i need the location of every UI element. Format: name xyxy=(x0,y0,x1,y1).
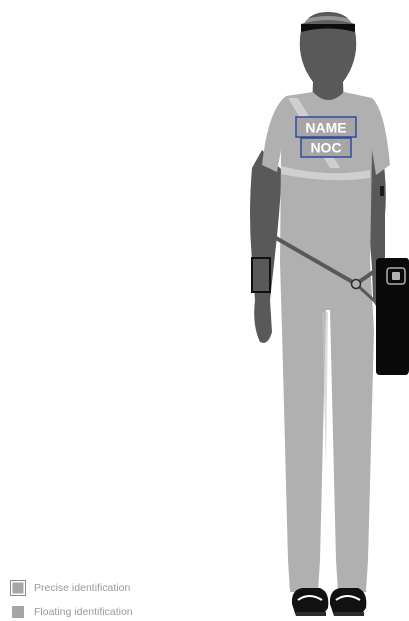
legend-floating: Floating identification xyxy=(10,606,133,618)
bib-name-tag: NAME xyxy=(296,117,356,137)
right-shoe xyxy=(330,588,366,616)
left-arm xyxy=(250,150,282,343)
left-shoe xyxy=(292,588,328,616)
bib-name-text: NAME xyxy=(305,120,346,136)
precise-swatch-icon xyxy=(10,580,26,596)
bib-noc-tag: NOC xyxy=(301,138,351,157)
bag xyxy=(376,258,409,375)
legend-precise-label: Precise identification xyxy=(34,582,130,594)
legend-precise: Precise identification xyxy=(10,580,130,596)
floating-swatch-icon xyxy=(12,606,24,618)
bib-noc-text: NOC xyxy=(310,140,341,156)
legend-floating-label: Floating identification xyxy=(34,606,133,618)
bag-pole xyxy=(379,178,385,268)
wristband xyxy=(252,258,270,292)
trousers xyxy=(280,262,374,592)
